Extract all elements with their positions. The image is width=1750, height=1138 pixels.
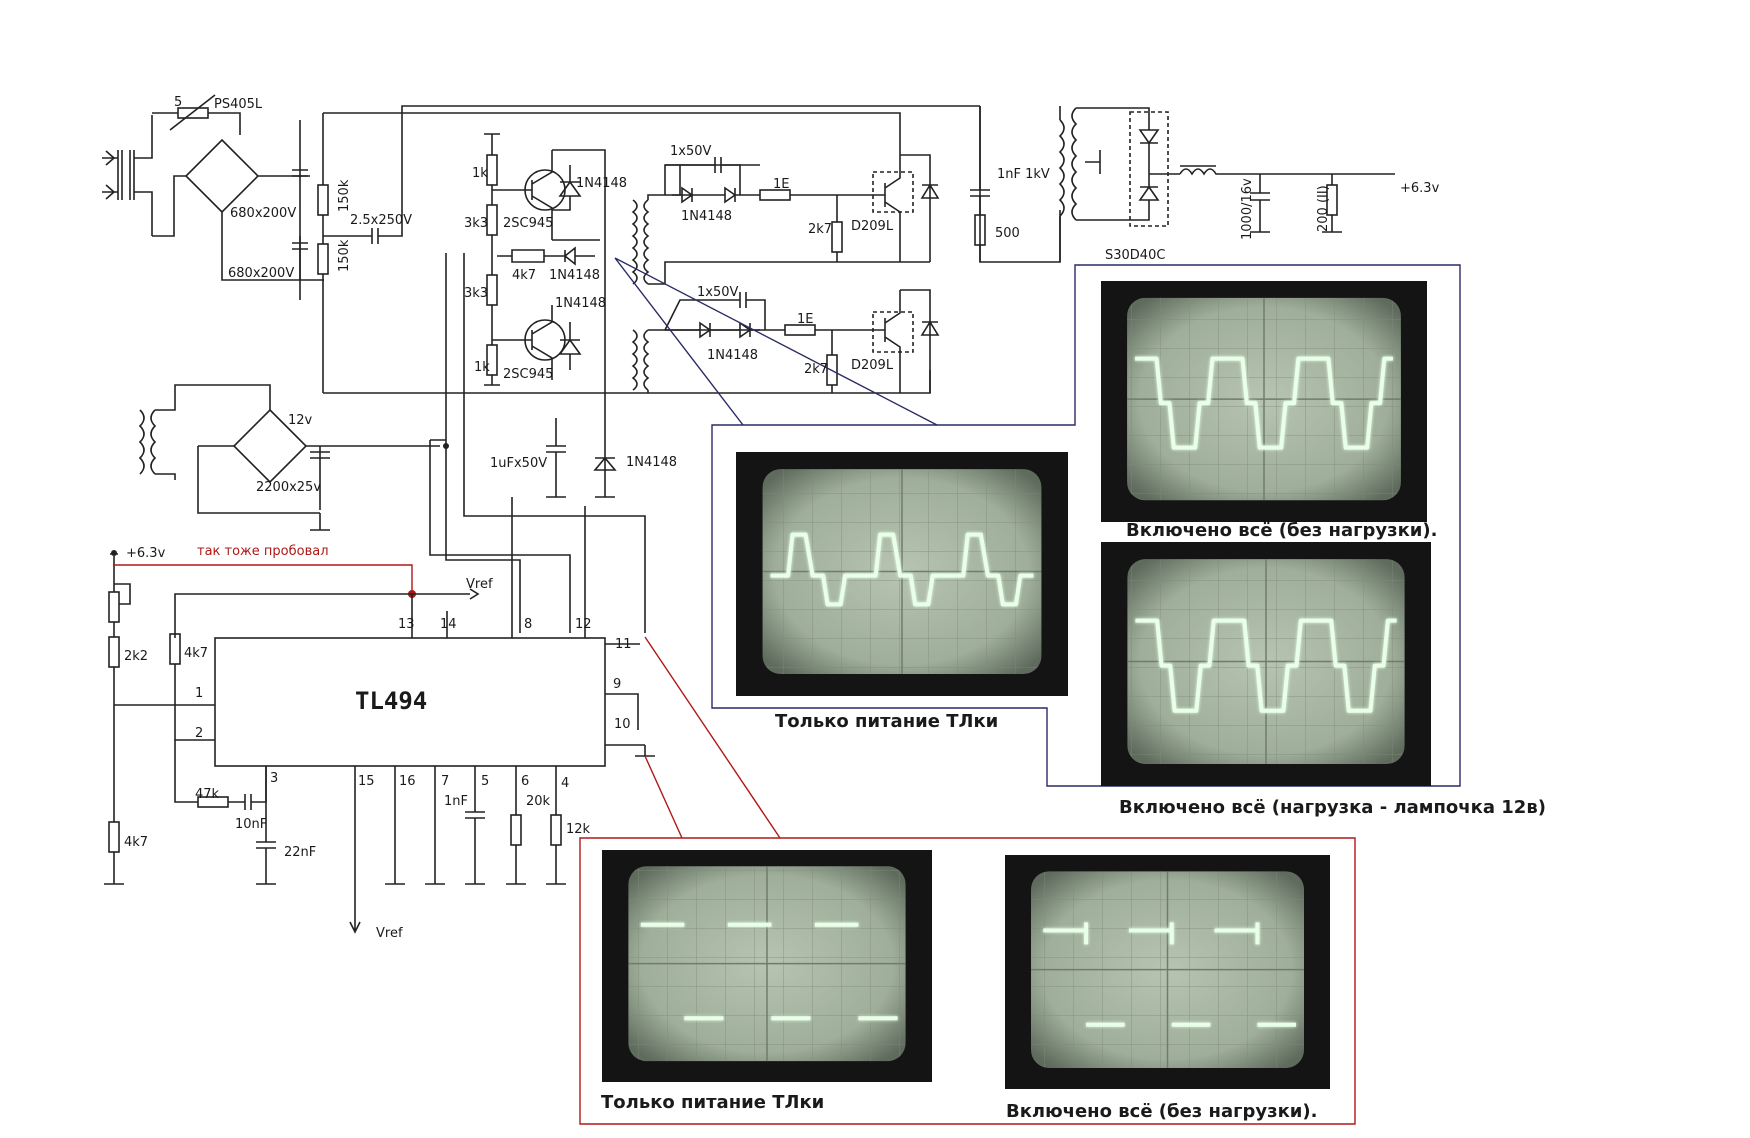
note-label: так тоже пробовал [197,544,329,559]
input-transformer-icon [102,115,153,236]
pin-10: 10 [614,717,631,732]
d209-b-label: D209L [851,358,894,373]
output-transistor-upper-icon [870,154,940,262]
res-out-label: 200 (II) [1316,185,1331,232]
bridge-rectifier-icon [152,138,324,281]
transistor-upper-label: 2SC945 [503,216,553,231]
pin-11: 11 [615,637,632,652]
cap-10nF-label: 10nF [235,817,267,832]
d209-a-label: D209L [851,219,894,234]
res-1k-top-label: 1k [472,166,488,181]
output-transistor-lower-icon [870,289,940,393]
pin-13: 13 [398,617,415,632]
cap-aux-label: 2200x25v [256,480,321,495]
schottky-rectifier-icon [1129,107,1180,227]
cap-1x50-a-label: 1x50V [670,144,712,159]
pin-8: 8 [524,617,532,632]
power-section [102,94,1395,430]
res-3k3-b-label: 3k3 [464,286,488,301]
pin-5: 5 [481,774,489,789]
res-150k-b-label: 150k [337,239,352,272]
res-2k7-a-label: 2k7 [808,222,832,237]
drive-transformer-lower-icon [631,329,650,391]
thermistor-label: PS405L [214,97,263,112]
res-2k7-b-label: 2k7 [804,362,828,377]
aux-supply [138,253,646,633]
chip-label: TL494 [355,687,427,715]
thermistor-num: 5 [174,95,182,110]
cap-1uf-label: 1uFx50V [490,456,547,471]
oscilloscope-photo-c [1101,542,1431,786]
diode-e-label: 1N4148 [707,348,758,363]
res-4k7-b-label: 4k7 [124,835,148,850]
aux-voltage-label: 12v [288,413,313,428]
cap-out-label: 1000/16v [1240,178,1255,240]
tl494-control [104,497,655,934]
res-500-label: 500 [995,226,1020,241]
res-47k-label: 47k [195,787,220,802]
drive-transformer-upper-icon [631,199,650,285]
caption-a: Только питание ТЛки [775,711,998,732]
caption-b: Включено всё (без нагрузки). [1126,520,1437,541]
pin-16: 16 [399,774,416,789]
cap-lower-label: 680x200V [228,266,294,281]
cap-1nF-ctrl-label: 1nF [444,794,468,809]
cap-22nF-label: 22nF [284,845,316,860]
res-20k-label: 20k [526,794,551,809]
diode-c-label: 1N4148 [555,296,606,311]
res-150k-a-label: 150k [337,179,352,212]
res-1k-bot-label: 1k [474,360,490,375]
transistor-lower-label: 2SC945 [503,367,553,382]
pin-15: 15 [358,774,375,789]
res-2k2-label: 2k2 [124,649,148,664]
cap-1nF-label: 1nF 1kV [997,167,1050,182]
oscilloscope-photo-d [602,850,932,1082]
res-1E-b-label: 1E [797,312,814,327]
caption-d: Только питание ТЛки [601,1092,824,1113]
pin-9: 9 [613,677,621,692]
oscilloscope-photo-b [1101,281,1427,522]
oscilloscope-photo-a [736,452,1068,696]
pin-1: 1 [195,686,203,701]
oscilloscope-photo-e [1005,855,1330,1089]
pin-4: 4 [561,776,569,791]
cap-coupling-label: 2.5x250V [350,213,412,228]
diode-d-label: 1N4148 [681,209,732,224]
pin-7: 7 [441,774,449,789]
vref-bottom-label: Vref [376,926,403,941]
res-3k3-a-label: 3k3 [464,216,488,231]
power-transformer-icon [1058,106,1140,262]
thermistor-icon [152,94,241,135]
cap-upper-label: 680x200V [230,206,296,221]
vref-top-label: Vref [466,577,493,592]
res-4k7-a-label: 4k7 [184,646,208,661]
out-voltage-label: +6.3v [1400,181,1440,196]
rectifier-label: S30D40C [1105,248,1165,263]
component-labels: 5 PS405L 680x200V 680x200V 150k 150k 2.5… [124,95,1440,941]
res-12k-label: 12k [566,822,591,837]
res-4k7-label: 4k7 [512,268,536,283]
pin-14: 14 [440,617,457,632]
supply-label: +6.3v [126,546,166,561]
caption-c: Включено всё (нагрузка - лампочка 12в) [1119,797,1546,818]
caption-e: Включено всё (без нагрузки). [1006,1101,1317,1122]
diode-a-label: 1N4148 [576,176,627,191]
pin-2: 2 [195,726,203,741]
pin-6: 6 [521,774,529,789]
cap-1x50-b-label: 1x50V [697,285,739,300]
diode-aux-label: 1N4148 [626,455,677,470]
res-1E-a-label: 1E [773,177,790,192]
diode-b-label: 1N4148 [549,268,600,283]
pin-12: 12 [575,617,592,632]
photo-captions: Только питание ТЛки Включено всё (без на… [601,520,1546,1122]
pin-3: 3 [270,771,278,786]
tl494-chip [214,637,606,767]
